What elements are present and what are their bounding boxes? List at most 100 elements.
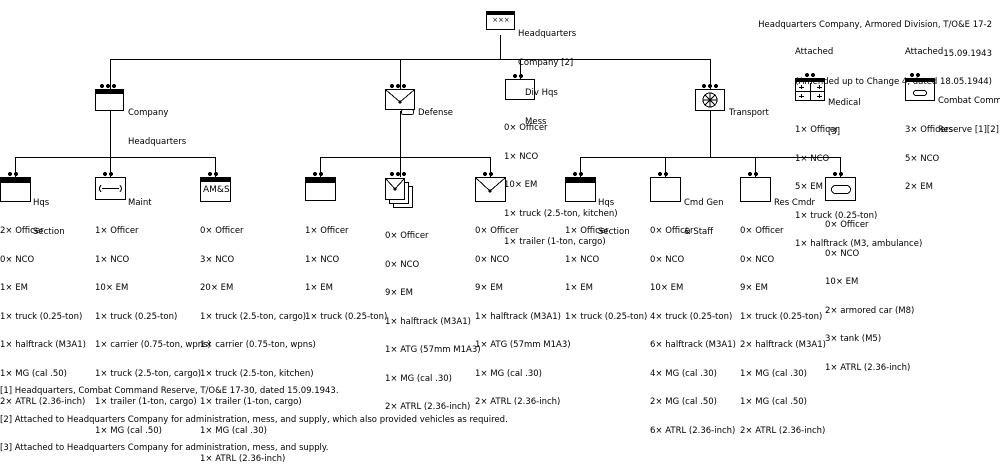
cmd-gen-staff-label: Cmd Gen & Staff (684, 180, 724, 247)
strength-line: 3× tank (M5) (825, 334, 882, 344)
cc-reserve-label: Combat Command Reserve [1][2] (938, 78, 1000, 145)
transport-symbol (695, 84, 725, 111)
strength-line: 1× halftrack (M3, ambulance) (795, 239, 923, 249)
hqs-section-2-label: Hqs Section (598, 180, 630, 247)
strength-line: 0× Officer (740, 226, 784, 236)
hq-company-label: Headquarters Company [2] (518, 11, 576, 78)
strength-line: 1× truck (0.25-ton) (305, 311, 388, 322)
strength-line: 3× Officers (905, 125, 953, 135)
strength-line: 1× truck (2.5-ton, kitchen) (200, 368, 314, 379)
strength-line: 0× Officer (650, 226, 694, 236)
medical-lines: 1× Officer 1× NCO 5× EM 1× truck (0.25-t… (795, 107, 922, 259)
label-line: & Staff (684, 226, 714, 237)
strength-line: 1× Officer (95, 226, 139, 236)
strength-line: 1× trailer (1-ton, cargo) (504, 237, 606, 247)
strength-line: 0× Officer (825, 220, 869, 230)
res-cmdr-label: Res Cmdr (774, 180, 815, 218)
label-line: Company (128, 108, 169, 118)
strength-line: 1× Officer (305, 226, 349, 236)
strength-line: 0× NCO (0, 254, 35, 265)
cc-reserve-lines: 3× Officers 5× NCO 2× EM (905, 107, 953, 202)
medical-label: Medical [3] (828, 80, 861, 147)
label-line: Defense (418, 108, 454, 118)
label-line: Headquarters (128, 136, 187, 147)
label-line: Mess (525, 116, 547, 127)
strength-line: 1× carrier (0.75-ton, wpns) (95, 340, 211, 350)
def-hq-symbol (305, 172, 336, 201)
strength-line: 2× EM (905, 182, 933, 192)
strength-line: 9× EM (740, 283, 768, 293)
strength-line: 10× EM (825, 277, 859, 287)
strength-line: 2× ATRL (2.36-inch) (740, 425, 826, 436)
div-hqs-mess-lines: 0× Officer 1× NCO 10× EM 1× truck (2.5-t… (504, 105, 618, 257)
company-hq-label: Company Headquarters (128, 90, 186, 157)
footnote: [3] Attached to Headquarters Company for… (0, 443, 329, 453)
strength-line: 1× MG (cal .30) (475, 368, 542, 379)
strength-line: 9× EM (475, 283, 503, 293)
strength-line: 1× EM (565, 283, 593, 293)
chart-header: Headquarters Company, Armored Division, … (758, 2, 992, 97)
def-hq-lines: 1× Officer 1× NCO 1× EM 1× truck (0.25-t… (305, 208, 387, 332)
strength-line: 2× armored car (M8) (825, 305, 915, 316)
strength-line: 1× NCO (565, 254, 600, 265)
label-line: Medical (828, 98, 861, 108)
strength-line: 1× NCO (504, 151, 539, 162)
strength-line: 1× NCO (305, 254, 340, 265)
label-line: Hqs (33, 198, 50, 208)
defense-symbol (385, 84, 415, 115)
strength-line: 0× NCO (475, 254, 510, 265)
strength-line: 1× truck (0.25-ton) (565, 311, 648, 322)
strength-line: 1× MG (cal .30) (385, 373, 452, 384)
strength-line: 0× Officer (504, 123, 548, 133)
label-line: [3] (828, 126, 841, 137)
strength-line: 4× MG (cal .30) (650, 368, 717, 379)
label-line: Div Hqs (525, 88, 558, 98)
hqs-section-1-lines: 2× Officer 0× NCO 1× EM 1× truck (0.25-t… (0, 208, 86, 417)
cmd-gen-staff-lines: 0× Officer 0× NCO 10× EM 4× truck (0.25-… (650, 208, 736, 446)
maint-symbol (95, 172, 126, 200)
div-hqs-mess-symbol (505, 74, 535, 100)
label-line: Headquarters (518, 29, 577, 39)
strength-line: 1× carrier (0.75-ton, wpns) (200, 340, 316, 350)
div-hqs-mess-label: Div Hqs Mess (525, 70, 558, 137)
header-line-3: (Amended up to Change 4, dated 18.05.194… (795, 77, 992, 87)
hqs-section-1-label: Hqs Section (33, 180, 65, 247)
strength-line: 1× halftrack (M3A1) (475, 311, 561, 322)
maint-label: Maint (128, 180, 152, 218)
strength-line: 3× NCO (200, 254, 235, 265)
header-line-1: Headquarters Company, Armored Division, … (758, 20, 992, 30)
strength-line: 10× EM (95, 283, 129, 293)
strength-line: 1× MG (cal .30) (740, 368, 807, 379)
strength-line: 0× Officer (475, 226, 519, 236)
medical-symbol (795, 73, 825, 101)
strength-line: 2× MG (cal .50) (650, 397, 717, 407)
strength-line: 1× ATRL (2.36-inch) (825, 362, 911, 373)
strength-line: 10× EM (650, 283, 684, 293)
strength-line: 0× NCO (825, 248, 860, 259)
strength-line: 0× NCO (385, 259, 420, 270)
svg-text:×××: ××× (492, 16, 510, 24)
label-line: Res Cmdr (774, 198, 815, 208)
strength-line: 2× Officer (0, 226, 44, 236)
def-plt-b-symbol (475, 172, 506, 202)
strength-line: 6× halftrack (M3A1) (650, 340, 736, 350)
label-line: Maint (128, 198, 152, 208)
hqs-section-2-lines: 1× Officer 1× NCO 1× EM 1× truck (0.25-t… (565, 208, 647, 332)
strength-line: 1× EM (0, 283, 28, 293)
header-line-2: 15.09.1943 (943, 48, 992, 59)
footnote: [2] Attached to Headquarters Company for… (0, 414, 508, 425)
strength-line: 1× halftrack (M3A1) (385, 316, 471, 327)
strength-line: 1× truck (0.25-ton) (740, 311, 823, 322)
label-line: Section (33, 226, 65, 237)
strength-line: 10× EM (504, 180, 538, 190)
footnote: [1] Headquarters, Combat Command Reserve… (0, 386, 339, 396)
cc-reserve-attached-label: Attached (905, 47, 944, 57)
strength-line: 0× NCO (650, 254, 685, 265)
recon-symbol (825, 172, 856, 201)
cmd-gen-staff-symbol (650, 172, 681, 202)
hqs-section-1-symbol (0, 172, 31, 202)
strength-line: 0× NCO (740, 254, 775, 265)
strength-line: 1× truck (0.25-ton) (795, 210, 878, 221)
hq-company-symbol: ××× (486, 11, 515, 30)
company-hq-symbol (95, 84, 124, 111)
